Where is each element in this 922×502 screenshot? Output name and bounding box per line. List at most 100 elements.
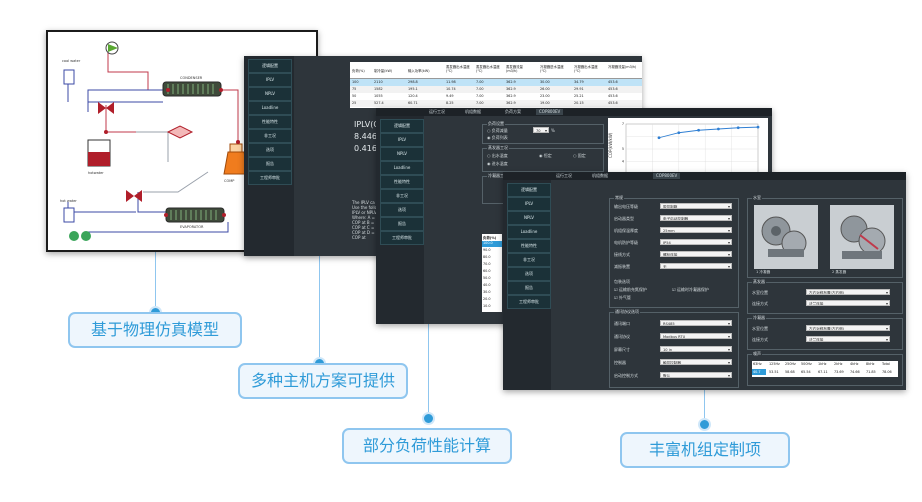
list-item[interactable]: 60.0 — [483, 269, 491, 273]
radio-evap-4[interactable]: ◉ 进水温度 — [487, 161, 508, 166]
nav-item-1[interactable]: 逻辑配置 — [248, 59, 292, 73]
list-item[interactable]: 10.0 — [483, 304, 491, 308]
tab-operating[interactable]: 运行工况 — [556, 173, 572, 178]
noise-value[interactable]: 73.69 — [834, 370, 844, 374]
nav-item-5[interactable]: 性能特性 — [248, 115, 292, 129]
radio-evap-3[interactable]: ○ 固定 — [573, 153, 586, 158]
select-screen[interactable]: 10 in — [660, 346, 732, 352]
nav-item-9[interactable]: 工程师审批 — [248, 171, 292, 185]
noise-value[interactable]: 53.51 — [769, 370, 779, 374]
tab-operating[interactable]: 运行工况 — [429, 109, 445, 114]
select-cond-position[interactable]: 左右对称布置(左右侧) — [806, 325, 890, 331]
nav-item-5[interactable]: 性能特性 — [380, 175, 424, 189]
step-input[interactable]: 70 — [533, 127, 549, 133]
list-item[interactable]: 40.0 — [483, 283, 491, 287]
list-item[interactable]: 80.0 — [483, 255, 491, 259]
tab-unit-data[interactable]: 机组数据 — [592, 173, 608, 178]
nav-item-1[interactable]: 逻辑配置 — [380, 119, 424, 133]
data-point — [756, 125, 760, 129]
list-item[interactable]: 30.0 — [483, 290, 491, 294]
col-header: 蒸发器出水温度(℃) — [476, 65, 500, 73]
tab-model[interactable]: COP800EV — [536, 109, 564, 115]
list-item[interactable]: 90.0 — [483, 248, 491, 252]
col-header: 冷凝器流量(m3/h) — [608, 65, 637, 69]
picture-caption: 1 冷凝器 — [756, 270, 771, 274]
selected-cell[interactable] — [752, 369, 766, 375]
tab-unit-data[interactable]: 机组数据 — [465, 109, 481, 114]
receiver-tank-icon — [87, 139, 111, 167]
nav-item-1[interactable]: 逻辑配置 — [507, 183, 551, 197]
nav-item-6[interactable]: 非工况 — [248, 129, 292, 143]
radio-fixed[interactable]: ○ 负荷减量 — [487, 128, 508, 133]
checkbox-airpipe[interactable]: ☑ 外气管 — [614, 295, 631, 300]
select-damper[interactable]: 无 — [660, 263, 732, 269]
nav-item-8[interactable]: 报告 — [380, 217, 424, 231]
select-wiring[interactable]: 螺栓连接 — [660, 251, 732, 257]
nav-item-loadline[interactable]: Loadline — [380, 161, 424, 175]
noise-value[interactable]: 71.85 — [866, 370, 876, 374]
col-header: 冷凝器出水温度(℃) — [574, 65, 598, 73]
nav-item-8[interactable]: 报告 — [507, 281, 551, 295]
nav-item-6[interactable]: 非工况 — [507, 253, 551, 267]
noise-value[interactable]: 78.06 — [882, 370, 892, 374]
select-port[interactable]: RS485 — [660, 320, 732, 326]
nav-item-nplv[interactable]: NPLV — [380, 147, 424, 161]
tab-model[interactable]: COP800EV — [653, 173, 681, 179]
list-item[interactable]: 100.0 — [483, 241, 493, 245]
nav-item-5[interactable]: 性能特性 — [507, 239, 551, 253]
select-starter[interactable]: 电子启动控制器 — [660, 215, 732, 221]
field-label: 屏幕尺寸 — [614, 347, 630, 352]
nav-item-nplv[interactable]: NPLV — [507, 211, 551, 225]
noise-value[interactable]: 65.54 — [801, 370, 811, 374]
radio-evap-1[interactable]: ○ 出水温度 — [487, 153, 508, 158]
caption-physics-model: 基于物理仿真模型 — [68, 312, 242, 348]
svg-text:EVAPORATOR: EVAPORATOR — [180, 225, 204, 229]
select-cond-connection[interactable]: 法兰连接 — [806, 336, 890, 342]
field-label: 输出电压等级 — [614, 204, 638, 209]
nav-item-6[interactable]: 非工况 — [380, 189, 424, 203]
nav-item-7[interactable]: 选项 — [507, 267, 551, 281]
list-item[interactable]: 70.0 — [483, 262, 491, 266]
select-protocol[interactable]: Modbus RTU — [660, 333, 732, 339]
select-evap-position[interactable]: 左右对称布置(左右侧) — [806, 289, 890, 295]
nav-item-iplv[interactable]: IPLV — [248, 73, 292, 87]
list-item[interactable]: 20.0 — [483, 297, 491, 301]
nav-item-loadline[interactable]: Loadline — [248, 101, 292, 115]
select-controller[interactable]: 触控控制器 — [660, 359, 732, 365]
caption-custom-options: 丰富机组定制项 — [620, 432, 790, 468]
select-voltage[interactable]: 带控制箱 — [660, 203, 732, 209]
noise-value[interactable]: 58.68 — [785, 370, 795, 374]
list-item-selected[interactable] — [482, 241, 502, 247]
nav-item-8[interactable]: 报告 — [248, 157, 292, 171]
nav-item-7[interactable]: 选项 — [380, 203, 424, 217]
nav-item-7[interactable]: 选项 — [248, 143, 292, 157]
noise-value[interactable]: 67.11 — [818, 370, 828, 374]
nav-item-iplv[interactable]: IPLV — [380, 133, 424, 147]
nav-item-9[interactable]: 工程师审批 — [507, 295, 551, 309]
condenser-icon — [162, 81, 222, 97]
checkbox-nitrogen[interactable]: ☑ 运输前充氮保护 — [614, 287, 647, 292]
load-list[interactable]: 负荷(%) 100.0 90.0 80.0 70.0 60.0 50.0 40.… — [482, 234, 502, 312]
radio-evap-2[interactable]: ◉ 恒定 — [539, 153, 552, 158]
select-insulation[interactable]: 25mm — [660, 227, 732, 233]
select-evap-connection[interactable]: 法兰连接 — [806, 300, 890, 306]
radio-list[interactable]: ◉ 负荷列表 — [487, 135, 508, 140]
field-label: 连接方式 — [752, 337, 768, 342]
nplv-value: 0.4163 — [354, 144, 382, 153]
nav-item-9[interactable]: 工程师审批 — [380, 231, 424, 245]
list-item[interactable]: 50.0 — [483, 276, 491, 280]
nav-item-nplv[interactable]: NPLV — [248, 87, 292, 101]
noise-value[interactable]: 40.7 — [753, 370, 761, 374]
noise-value[interactable]: 74.66 — [850, 370, 860, 374]
tab-load-scheme[interactable]: 负荷方案 — [505, 109, 521, 114]
group-title: 冷凝器工况 — [487, 173, 509, 179]
select-protection[interactable]: IP54 — [660, 239, 732, 245]
select-start-mode[interactable]: 默认 — [660, 372, 732, 378]
nav-item-loadline[interactable]: Loadline — [507, 225, 551, 239]
checkbox-condenser[interactable]: ☑ 运输时冷凝器保护 — [672, 287, 709, 292]
nav-item-iplv[interactable]: IPLV — [507, 197, 551, 211]
